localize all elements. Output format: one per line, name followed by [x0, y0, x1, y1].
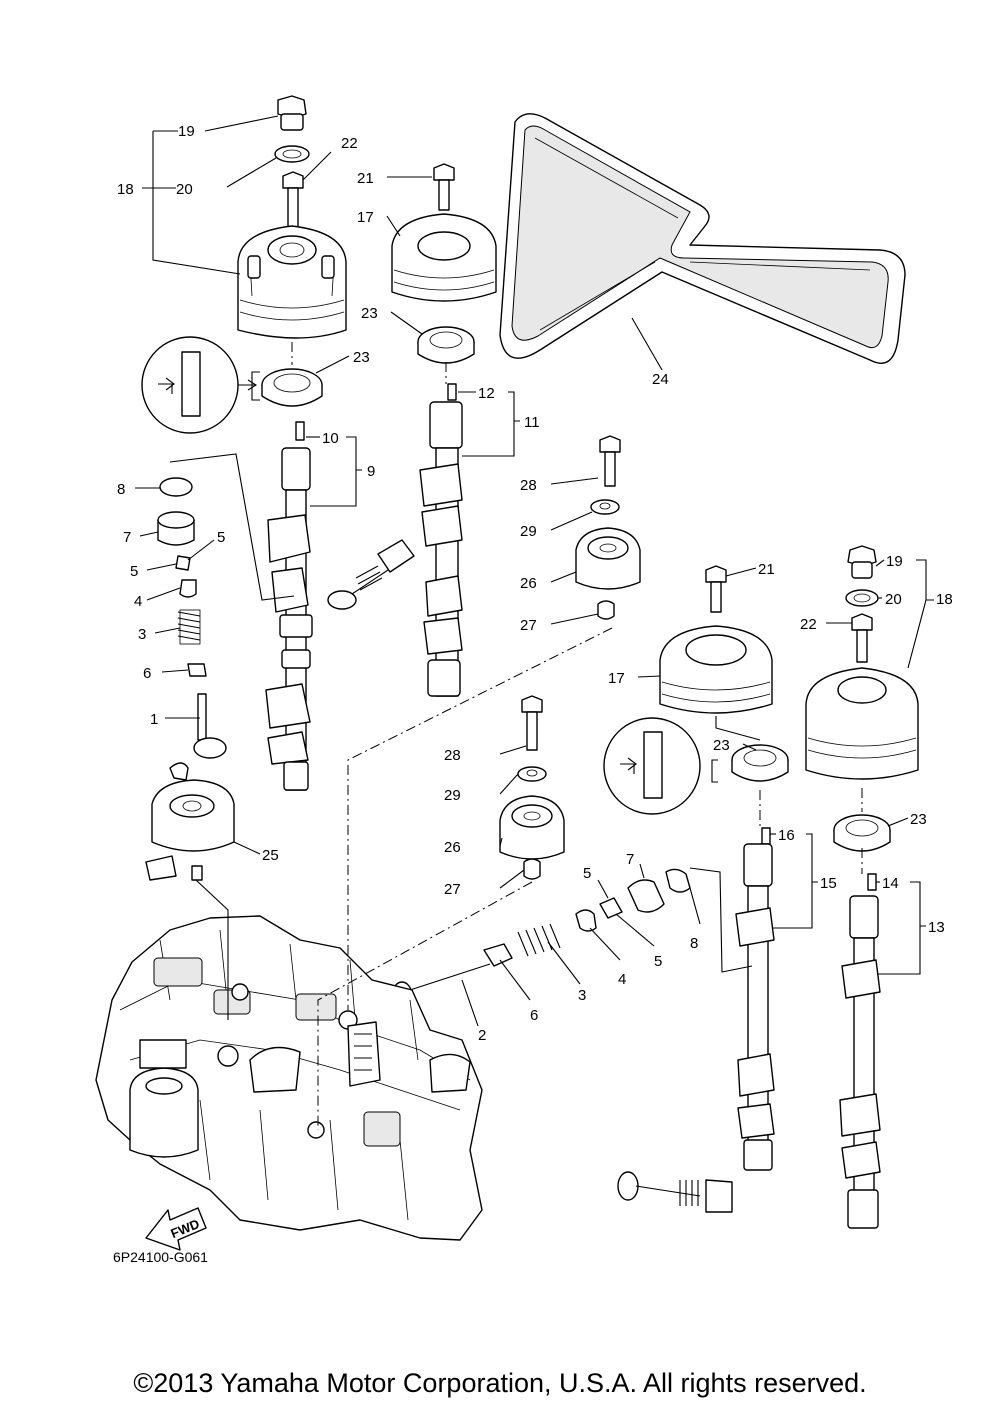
- label-6-lower: 6: [530, 1007, 538, 1024]
- part-labels: 19 20 18 22 21 17 23 23 24 12 11 10 9 8 …: [113, 123, 953, 1265]
- label-22-right: 22: [800, 616, 817, 633]
- idler-pulley-lower: [499, 695, 565, 880]
- label-9: 9: [367, 463, 375, 480]
- label-19-right: 19: [886, 553, 903, 570]
- label-28-upper: 28: [520, 477, 537, 494]
- label-17-upper-middle: 17: [357, 209, 374, 226]
- label-5-lower-a: 5: [583, 865, 591, 882]
- cam-pulley-upper-middle: [391, 163, 497, 364]
- cam-pulley-lower-middle: [659, 565, 773, 714]
- label-22-upper-left: 22: [341, 135, 358, 152]
- label-28-lower: 28: [444, 747, 461, 764]
- label-8-lower: 8: [690, 935, 698, 952]
- valve-middle: [327, 539, 415, 610]
- label-1: 1: [150, 711, 158, 728]
- label-20-upper-left: 20: [176, 181, 193, 198]
- camshaft-right-outer: [839, 873, 881, 1229]
- label-5-left-a: 5: [217, 529, 225, 546]
- label-10: 10: [322, 430, 339, 447]
- right-vct-pulley: [805, 545, 919, 852]
- label-24-belt: 24: [652, 371, 669, 388]
- oil-seal-left: [261, 368, 323, 407]
- label-4-lower: 4: [618, 971, 626, 988]
- label-3-left: 3: [138, 626, 146, 643]
- label-3-lower: 3: [578, 987, 586, 1004]
- label-23-right: 23: [910, 811, 927, 828]
- label-13: 13: [928, 919, 945, 936]
- label-16: 16: [778, 827, 795, 844]
- valve-train-lower-middle: [391, 868, 691, 1011]
- label-26-lower: 26: [444, 839, 461, 856]
- left-vct-pulley: [237, 95, 347, 339]
- fwd-arrow: FWD: [145, 1207, 207, 1251]
- label-14: 14: [882, 875, 899, 892]
- valve-train-left: [157, 477, 227, 759]
- label-7-lower: 7: [626, 851, 634, 868]
- label-29-lower: 29: [444, 787, 461, 804]
- label-23-right-middle: 23: [713, 737, 730, 754]
- label-18-right: 18: [936, 591, 953, 608]
- label-5-lower-b: 5: [654, 953, 662, 970]
- label-20-right: 20: [885, 591, 902, 608]
- timing-belt: [499, 113, 906, 364]
- label-19-upper-left: 19: [178, 123, 195, 140]
- belt-tensioner: [145, 762, 235, 881]
- assembly-detail-callout-right: [603, 717, 718, 815]
- leader-lines: [135, 115, 934, 1130]
- label-21-right: 21: [758, 561, 775, 578]
- label-21-upper-middle: 21: [357, 170, 374, 187]
- label-29-upper: 29: [520, 523, 537, 540]
- valve-lower-right: [617, 1171, 733, 1213]
- camshaft-right-inner: [735, 827, 775, 1171]
- label-5-left-b: 5: [130, 563, 138, 580]
- cylinder-head: [95, 915, 483, 1241]
- label-27-lower: 27: [444, 881, 461, 898]
- label-26-upper: 26: [520, 575, 537, 592]
- label-15: 15: [820, 875, 837, 892]
- camshaft-left: [265, 421, 313, 791]
- camshaft-middle: [419, 383, 463, 697]
- label-23-upper-left: 23: [353, 349, 370, 366]
- label-18-upper-left: 18: [117, 181, 134, 198]
- label-25: 25: [262, 847, 279, 864]
- label-11: 11: [524, 414, 540, 431]
- label-6-left: 6: [143, 665, 151, 682]
- label-27-upper: 27: [520, 617, 537, 634]
- label-17-right: 17: [608, 670, 625, 687]
- idler-pulley-upper: [575, 435, 641, 620]
- label-7-left: 7: [123, 529, 131, 546]
- label-2: 2: [478, 1027, 486, 1044]
- label-23-upper-middle: 23: [361, 305, 378, 322]
- diagram-code: 6P24100-G061: [113, 1249, 208, 1265]
- oil-seal-right-middle: [731, 744, 789, 782]
- label-12: 12: [478, 385, 495, 402]
- copyright-notice: ©2013 Yamaha Motor Corporation, U.S.A. A…: [133, 1368, 867, 1398]
- label-8-left: 8: [117, 481, 125, 498]
- label-4-left: 4: [134, 593, 142, 610]
- assembly-detail-callout-left: [141, 336, 260, 434]
